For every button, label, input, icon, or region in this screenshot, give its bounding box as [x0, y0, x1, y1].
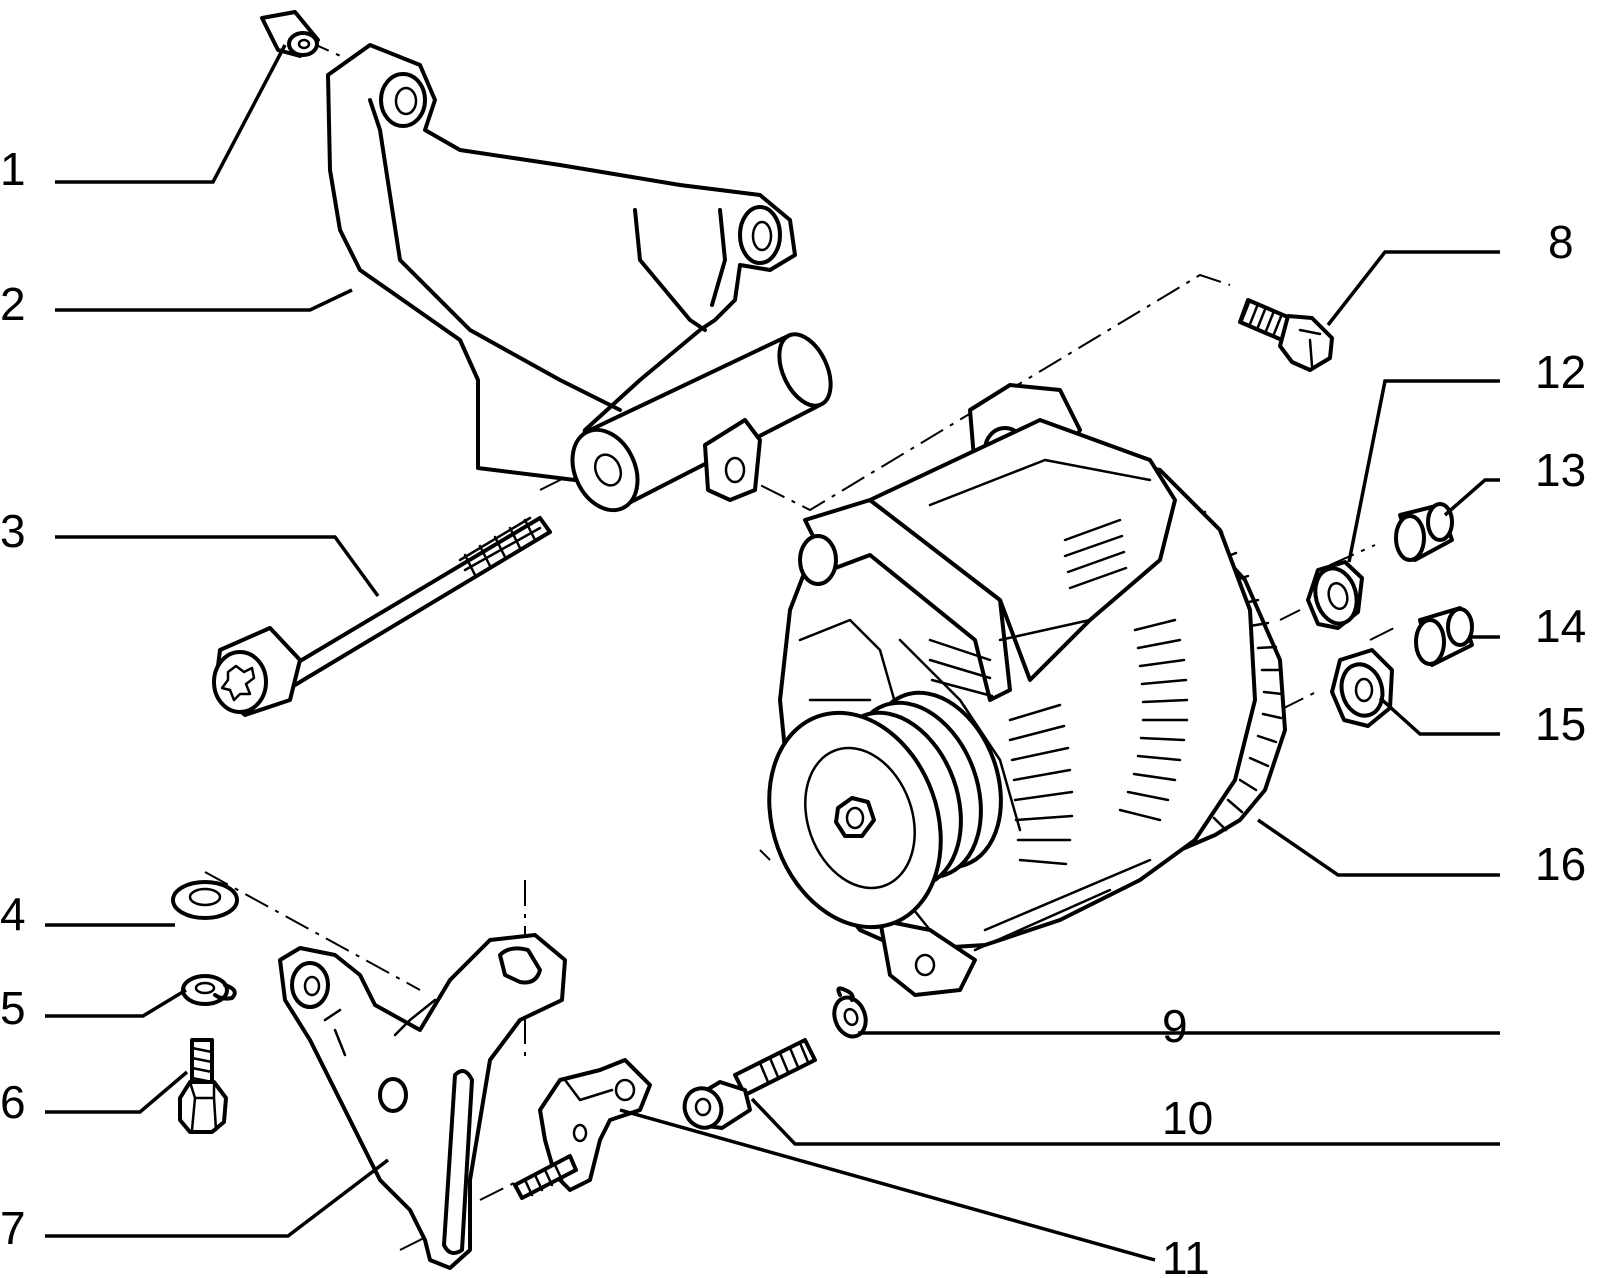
leader-lines [45, 44, 1500, 1262]
part-9-spring-washer [832, 986, 868, 1039]
part-1-bushing [260, 10, 320, 58]
callout-15: 15 [1535, 698, 1586, 750]
part-6-short-bolt [178, 1038, 228, 1134]
part-15-nut [1330, 648, 1394, 728]
callout-7: 7 [0, 1202, 26, 1254]
part-12-nut [1306, 560, 1364, 630]
callout-10: 10 [1162, 1092, 1213, 1144]
part-5-spring-washer [181, 974, 237, 1006]
callout-12: 12 [1535, 346, 1586, 398]
part-16-alternator [767, 383, 1287, 997]
callout-13: 13 [1535, 444, 1586, 496]
callout-9: 9 [1162, 1000, 1188, 1052]
callout-3: 3 [0, 505, 26, 557]
callout-11: 11 [1162, 1232, 1210, 1278]
callout-14: 14 [1535, 600, 1586, 652]
callout-4: 4 [0, 888, 26, 940]
part-13-cap [1394, 502, 1454, 562]
part-11-clamp-stud [513, 1058, 652, 1200]
part-3-long-bolt [212, 516, 552, 717]
callout-6: 6 [0, 1076, 26, 1128]
callout-2: 2 [0, 278, 26, 330]
part-2-upper-bracket [326, 43, 833, 513]
part-10-socket-bolt [682, 1038, 817, 1130]
part-14-cap [1414, 606, 1474, 667]
part-7-lower-bracket [278, 933, 567, 1270]
part-8-bolt [1238, 298, 1334, 372]
callout-labels: 1 2 3 4 5 6 7 8 9 10 11 12 13 14 15 16 [0, 143, 1586, 1278]
callout-5: 5 [0, 982, 26, 1034]
callout-8: 8 [1548, 216, 1574, 268]
callout-1: 1 [0, 143, 26, 195]
part-4-flat-washer [171, 880, 239, 920]
callout-16: 16 [1535, 838, 1586, 890]
